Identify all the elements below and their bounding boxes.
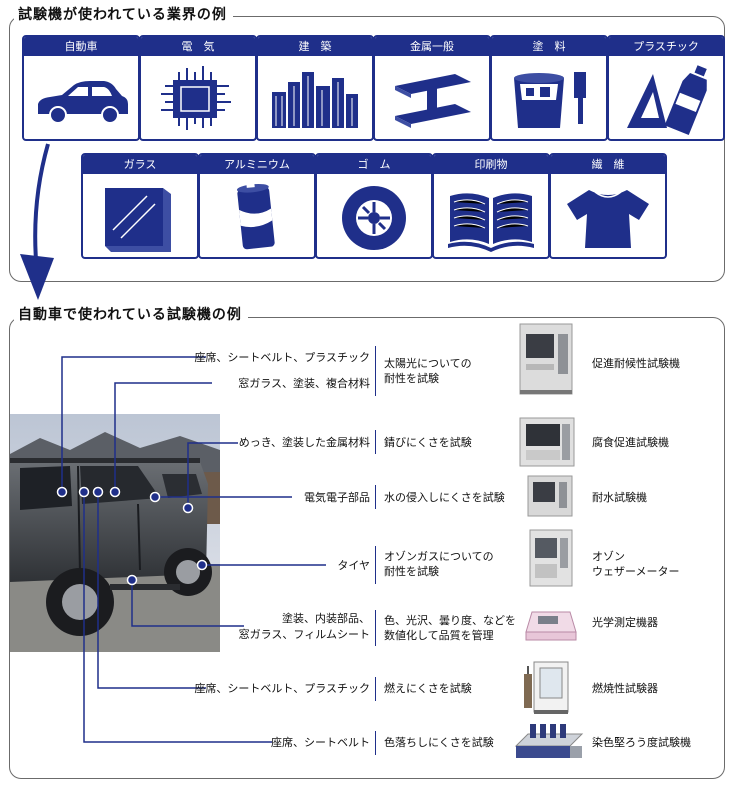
industry-tile-rubber[interactable]: ゴ ム	[315, 153, 433, 259]
test-bracket	[375, 731, 376, 755]
industry-tile-electric[interactable]: 電 気	[139, 35, 257, 141]
book-icon	[448, 193, 534, 252]
industry-tile-printed[interactable]: 印刷物	[432, 153, 550, 259]
test-bracket	[375, 677, 376, 701]
industry-tile-label: 電 気	[141, 37, 255, 56]
industry-tile-aluminium[interactable]: アルミニウム	[198, 153, 316, 259]
test-description: オゾンガスについての	[384, 550, 494, 563]
automobile-section-title: 自動車で使われている試験機の例	[14, 306, 248, 324]
buildings-icon	[272, 72, 358, 128]
weathering-chamber-icon	[519, 323, 573, 395]
rub-tester-icon	[514, 724, 584, 758]
industry-tile-label: 塗 料	[492, 37, 606, 56]
industry-tile-label: 印刷物	[434, 155, 548, 174]
industry-tile-label: プラスチック	[609, 37, 723, 56]
test-bracket	[375, 485, 376, 509]
test-description: 耐性を試験	[384, 565, 439, 578]
car-icon	[38, 81, 128, 124]
test-description: 水の侵入しにくさを試験	[384, 491, 505, 504]
machine-name: 燃焼性試験器	[592, 682, 658, 695]
tshirt-icon	[567, 190, 649, 248]
automobile-panel	[9, 317, 725, 779]
machine-name: 促進耐候性試験機	[592, 357, 680, 370]
industry-tile-label: アルミニウム	[200, 155, 314, 174]
water-chamber-icon	[527, 475, 573, 517]
test-description: 耐性を試験	[384, 372, 439, 385]
industry-tile-textile[interactable]: 繊 維	[549, 153, 667, 259]
industry-tile-plastic[interactable]: プラスチック	[607, 35, 725, 141]
test-bracket	[375, 430, 376, 454]
part-label: 塗装、内装部品、	[282, 612, 370, 625]
industry-section-title: 試験機が使われている業界の例	[14, 6, 233, 24]
machine-name: オゾン	[592, 550, 625, 563]
test-description: 燃えにくさを試験	[384, 682, 472, 695]
optical-meter-icon	[525, 611, 577, 641]
connector-arrow-icon	[20, 143, 54, 300]
part-label: 窓ガラス、フィルムシート	[238, 628, 370, 641]
steel-beam-icon	[395, 74, 471, 128]
industry-tile-label: 自動車	[24, 37, 138, 56]
machine-name: 腐食促進試験機	[592, 436, 669, 449]
industry-tile-label: 金属一般	[375, 37, 489, 56]
part-label: 窓ガラス、塗装、複合材料	[238, 377, 370, 390]
test-description: 数値化して品質を管理	[384, 629, 494, 642]
test-description: 錆びにくさを試験	[384, 436, 472, 449]
ozone-chamber-icon	[529, 529, 573, 587]
part-label: 電気電子部品	[304, 491, 370, 504]
machine-name: ウェザーメーター	[592, 565, 680, 578]
part-label: 座席、シートベルト、プラスチック	[194, 351, 370, 364]
paint-icon	[514, 72, 586, 128]
tire-icon	[342, 186, 406, 250]
test-bracket	[375, 546, 376, 584]
industry-tile-label: ガラス	[83, 155, 197, 174]
industry-tile-metal[interactable]: 金属一般	[373, 35, 491, 141]
industry-tile-construction[interactable]: 建 築	[256, 35, 374, 141]
test-bracket	[375, 610, 376, 646]
part-label: タイヤ	[337, 559, 370, 572]
part-label: 座席、シートベルト、プラスチック	[194, 682, 370, 695]
machine-name: 染色堅ろう度試験機	[592, 736, 691, 749]
plastic-bottle-icon	[627, 65, 707, 136]
test-description: 太陽光についての	[384, 357, 472, 370]
chip-icon	[161, 66, 231, 130]
industry-tile-label: 繊 維	[551, 155, 665, 174]
part-label: めっき、塗装した金属材料	[238, 436, 370, 449]
test-description: 色落ちしにくさを試験	[384, 736, 494, 749]
can-icon	[236, 183, 275, 250]
machine-name: 耐水試験機	[592, 491, 647, 504]
part-label: 座席、シートベルト	[271, 736, 370, 749]
glass-icon	[105, 188, 171, 252]
flammability-tester-icon	[524, 661, 569, 714]
industry-tile-paint[interactable]: 塗 料	[490, 35, 608, 141]
machine-name: 光学測定機器	[592, 616, 658, 629]
industry-tile-label: 建 築	[258, 37, 372, 56]
industry-tile-label: ゴ ム	[317, 155, 431, 174]
corrosion-chamber-icon	[519, 417, 575, 467]
test-description: 色、光沢、曇り度、などを	[384, 614, 516, 627]
test-bracket	[375, 346, 376, 396]
